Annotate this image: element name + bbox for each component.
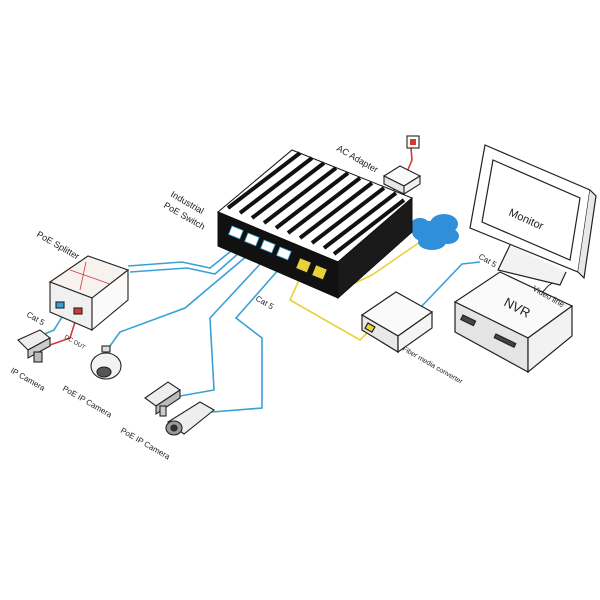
nvr-buttons bbox=[493, 333, 517, 349]
cat5-cable-dome bbox=[109, 254, 249, 347]
poe-ip-camera-bullet2 bbox=[165, 401, 215, 436]
fiber-media-converter bbox=[360, 291, 434, 354]
nvr-display bbox=[460, 314, 477, 327]
ac-adapter bbox=[382, 135, 422, 195]
dc-out-cable bbox=[49, 321, 76, 346]
cloud-icon bbox=[410, 214, 459, 250]
nvr bbox=[453, 271, 574, 374]
dc-out-label: DC OUT bbox=[63, 335, 86, 352]
poe-ip-camera-label-1: PoE IP Camera bbox=[61, 384, 114, 420]
ac-adapter-side bbox=[403, 175, 421, 195]
switch-ports bbox=[228, 225, 292, 261]
poe-splitter bbox=[48, 255, 130, 332]
cat5-splitter-label: Cat 5 bbox=[25, 310, 47, 328]
fiber-cable-1 bbox=[288, 277, 371, 341]
ip-camera bbox=[17, 329, 51, 363]
cat5-cable-bullet2 bbox=[211, 267, 281, 413]
converter-port bbox=[364, 322, 376, 334]
monitor-side bbox=[577, 189, 597, 280]
fiber-media-converter-label: Fiber media converter bbox=[401, 346, 464, 386]
switch-fins bbox=[226, 151, 406, 256]
cat5-cable-bullet bbox=[179, 261, 263, 397]
splitter-port-lan bbox=[55, 301, 65, 309]
cat5-cable-splitter bbox=[127, 246, 237, 269]
cat5-cable-nvr bbox=[419, 261, 481, 309]
switch-fiber-ports bbox=[295, 257, 328, 281]
nvr-side bbox=[527, 304, 573, 374]
converter-side bbox=[397, 310, 433, 354]
ip-camera-label: IP Camera bbox=[9, 366, 47, 393]
industrial-poe-switch bbox=[217, 149, 413, 300]
switch-side bbox=[337, 196, 413, 300]
splitter-port-dc bbox=[73, 307, 83, 315]
poe-splitter-label: PoE Splitter bbox=[35, 229, 81, 261]
poe-ip-camera-label-2: PoE IP Camera bbox=[119, 426, 172, 462]
cat5-switch-label: Cat 5 bbox=[254, 294, 276, 312]
cat5-cable-splitter-b bbox=[129, 251, 241, 275]
monitor bbox=[469, 144, 597, 286]
power-cable bbox=[406, 147, 413, 173]
monitor-screen bbox=[481, 159, 581, 261]
monitor-base bbox=[497, 244, 567, 286]
poe-ip-camera-dome bbox=[90, 345, 122, 380]
poe-ip-camera-bullet bbox=[144, 381, 181, 417]
cat5-nvr-label: Cat 5 bbox=[477, 252, 499, 270]
splitter-side bbox=[91, 268, 129, 332]
